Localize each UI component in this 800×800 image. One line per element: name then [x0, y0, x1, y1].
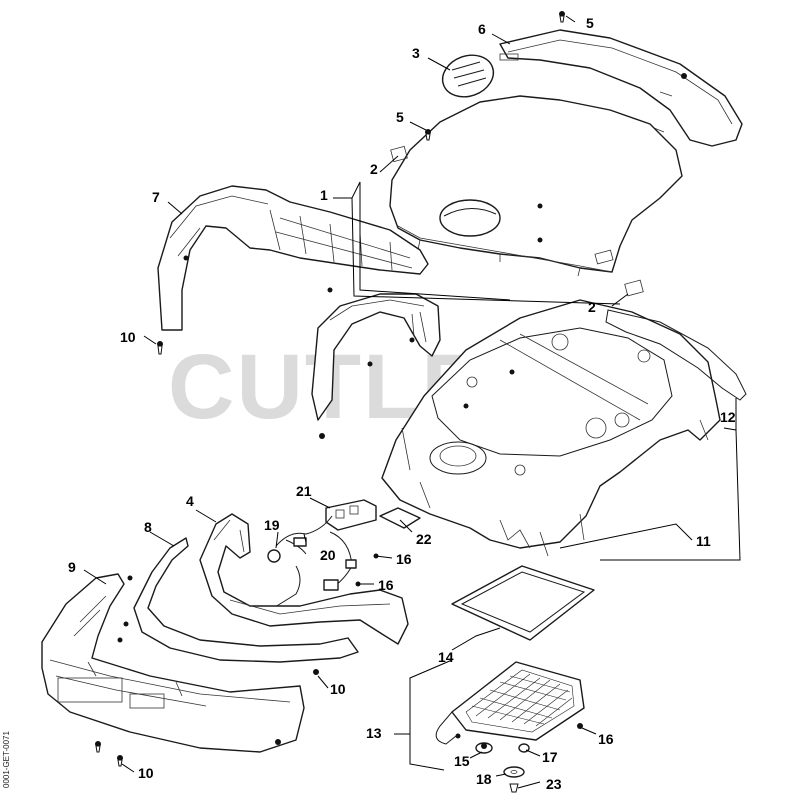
part-21-connector [325, 499, 377, 531]
part-6-top-trim [499, 29, 743, 147]
callout-labels: 5 6 3 5 2 1 7 2 10 12 4 21 8 19 22 11 20… [68, 15, 736, 792]
screw-10-rear [157, 341, 163, 355]
callout-18: 18 [476, 771, 492, 787]
callout-1: 1 [320, 187, 328, 203]
screw-5-top [559, 11, 565, 23]
screw-9-c [117, 637, 123, 643]
screw-fender-b [367, 361, 373, 367]
screw-10-front-a [95, 741, 101, 753]
callout-16-a: 16 [396, 551, 412, 567]
part-3-badge [441, 54, 495, 98]
callout-7: 7 [152, 189, 160, 205]
part-13-grid-cover [435, 661, 585, 745]
part-22-bracket [379, 507, 421, 529]
callout-5-hood: 5 [396, 109, 404, 125]
part-15-grommet [475, 742, 493, 754]
screw-7-a [183, 255, 189, 261]
part-18-washer [503, 766, 525, 778]
callout-5-top: 5 [586, 15, 594, 31]
callout-13: 13 [366, 725, 382, 741]
callout-17: 17 [542, 749, 558, 765]
screw-9-a [127, 575, 133, 581]
callout-15: 15 [454, 753, 470, 769]
screw-7-b [327, 287, 333, 293]
callout-10-bumper: 10 [330, 681, 346, 697]
callout-8: 8 [144, 519, 152, 535]
callout-22: 22 [416, 531, 432, 547]
leader-lines [83, 15, 741, 789]
callout-2-hood: 2 [370, 161, 378, 177]
screws [95, 11, 687, 767]
callout-4: 4 [186, 493, 194, 509]
screw-10-front-b [117, 755, 123, 767]
callout-11: 11 [696, 533, 711, 549]
screw-10-bumper [313, 669, 319, 675]
part-1-hood [389, 95, 683, 297]
screw-fender-c [319, 433, 325, 439]
part-14-gasket [451, 565, 595, 641]
part-8-bumper-trim [133, 537, 359, 663]
part-11-body [381, 299, 721, 557]
callout-23: 23 [546, 776, 562, 792]
side-code: 0001-GET-0071 [2, 731, 11, 788]
callout-6: 6 [478, 21, 486, 37]
callout-10-rear: 10 [120, 329, 136, 345]
screw-10-front-c [275, 739, 281, 745]
callout-2-body: 2 [588, 299, 596, 315]
callout-21: 21 [296, 483, 312, 499]
callout-3: 3 [412, 45, 420, 61]
part-9-front-bumper [41, 573, 305, 753]
screw-body-a [509, 369, 515, 375]
callout-16-c: 16 [598, 731, 614, 747]
screw-hood-b [537, 237, 543, 243]
screw-9-b [123, 621, 129, 627]
screw-hood-a [537, 203, 543, 209]
callout-12: 12 [720, 409, 736, 425]
screw-5-hood [425, 129, 431, 141]
screw-6-right [681, 73, 687, 79]
callout-19: 19 [264, 517, 280, 533]
screw-body-b [463, 403, 469, 409]
callout-14: 14 [438, 649, 454, 665]
screw-13-a [455, 733, 461, 739]
callout-20: 20 [320, 547, 336, 563]
part-12-rim [605, 309, 747, 401]
screw-16-c [577, 723, 583, 729]
screw-fender-a [409, 337, 415, 343]
part-23-screw [509, 783, 519, 793]
callout-10-front: 10 [138, 765, 154, 781]
part-4-bumper-rail [199, 513, 409, 645]
callout-16-b: 16 [378, 577, 394, 593]
callout-9: 9 [68, 559, 76, 575]
